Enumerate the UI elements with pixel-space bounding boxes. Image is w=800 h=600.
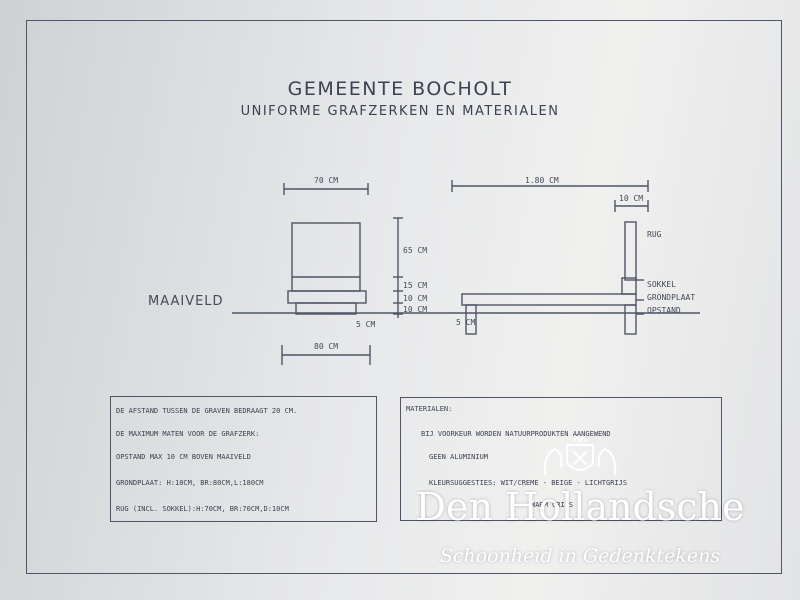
side-length-label: 1.80 CM [525,176,559,185]
watermark-name: Den Hollandsche [415,485,745,529]
front-width-top-label: 70 CM [314,176,339,185]
label-grondplaat: GRONDPLAAT [647,293,696,302]
front-opstand [295,302,357,315]
front-height-sokkel-label: 15 CM [403,281,428,290]
rules-line: OPSTAND MAX 10 CM BOVEN MAAIVELD [116,453,251,461]
side-rug [624,221,637,281]
rules-line: RUG (INCL. SOKKEL):H:70CM, BR:70CM,D:10C… [116,505,289,513]
front-depth-label: 5 CM [356,320,376,329]
label-sokkel: SOKKEL [647,280,676,289]
side-depth-label: 5 CM [456,318,476,327]
watermark-tagline: Schoonheid in Gedenktekens [439,545,721,567]
materials-line: MATERIALEN: [406,405,453,413]
rules-line: DE MAXIMUM MATEN VOOR DE GRAFZERK: [116,430,260,438]
crest-icon [543,437,617,476]
materials-line: BIJ VOORKEUR WORDEN NATUURPRODUKTEN AANG… [421,430,611,438]
rules-line: DE AFSTAND TUSSEN DE GRAVEN BEDRAAGT 20 … [116,407,298,415]
materials-line: KLEURSUGGESTIES: WIT/CREME - BEIGE - LIC… [429,479,628,487]
front-height-grondplaat-label: 10 CM [403,294,428,303]
materials-line: GEEN ALUMINIUM [429,453,489,461]
materials-box: MATERIALEN: BIJ VOORKEUR WORDEN NATUURPR… [400,397,722,521]
rules-line: GRONDPLAAT: H:10CM, BR:80CM,L:180CM [116,479,264,487]
side-opstand-right [624,304,637,335]
side-opstand-left [465,304,477,335]
front-width-bottom-label: 80 CM [314,342,339,351]
materials-line: WARM GRIJS [531,501,574,509]
front-height-opstand-label: 10 CM [403,305,428,314]
rules-box: DE AFSTAND TUSSEN DE GRAVEN BEDRAAGT 20 … [110,396,377,522]
side-grondplaat [461,293,637,306]
front-height-main-label: 65 CM [403,246,428,255]
label-rug: RUG [647,230,662,239]
document-title: GEMEENTE BOCHOLT [287,78,513,100]
label-opstand: OPSTAND [647,306,681,315]
side-thickness-label: 10 CM [619,194,644,203]
front-headstone [291,222,361,292]
maaiveld-label: MAAIVELD [148,294,224,309]
document-subtitle: UNIFORME GRAFZERKEN EN MATERIALEN [240,104,560,119]
drawing-frame [26,20,782,574]
front-grondplaat [287,290,367,304]
